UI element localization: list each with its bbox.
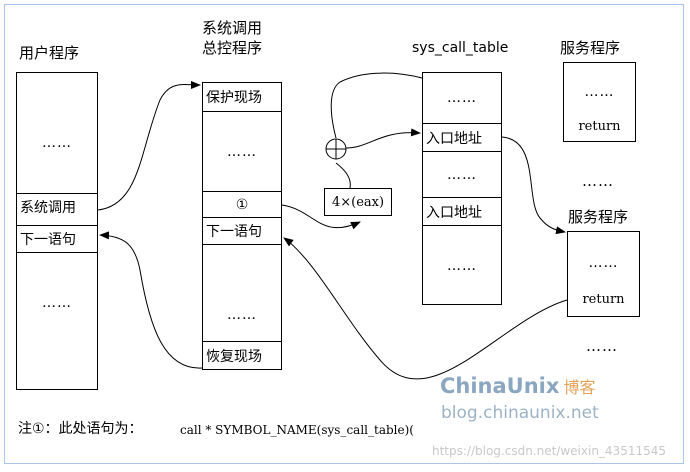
service-mid-dots: …… [588,255,619,271]
arrow-adder-to-entry [345,128,421,149]
arrow-syscall-to-save [97,80,201,211]
table-entry-address-2: 入口地址 [423,197,501,225]
offset-box: 4×(eax) [324,188,392,216]
service-top-dots: …… [584,84,615,100]
table-dots-2: …… [423,151,501,197]
dots-bottom-right: …… [586,337,618,355]
watermark-url: https://blog.csdn.net/weixin_43511545 [432,444,667,458]
save-context-cell: 保护现场 [206,90,262,106]
user-syscall-cell: 系统调用 [17,193,97,220]
arrow-return-to-next [283,237,568,380]
user-dots-top: …… [42,135,72,151]
sys-call-table-box: …… 入口地址 …… 入口地址 …… [422,72,502,305]
user-next-statement-cell: 下一语句 [17,225,97,253]
arrow-restore-to-user-next [99,231,203,369]
dots-between-services: …… [582,172,614,190]
user-program-label: 用户程序 [19,44,80,62]
arrow-base-to-adder [330,72,423,139]
note-prefix: 注①：此处语句为： [18,421,143,437]
table-dots-1: …… [447,90,477,106]
control-dots-bottom: …… [227,307,257,323]
diagram-frame [4,4,684,464]
table-dots-3: …… [423,225,501,305]
service-mid-return: return [582,291,625,307]
service-program-box-top: …… return [563,62,636,142]
syscall-label-line2: 总控程序 [202,39,263,57]
control-next-statement-cell: 下一语句 [203,217,281,245]
service-program-label-top: 服务程序 [560,39,621,57]
control-dots-top: …… [203,111,281,191]
arrow-offset-to-adder [335,162,351,189]
user-dots-bottom: …… [42,295,72,311]
arrow-marker-to-offset [281,204,361,230]
syscall-control-box: 保护现场 …… ① 下一语句 …… 恢复现场 [202,82,282,370]
table-entry-address-1: 入口地址 [423,123,501,151]
arrow-entry-to-service [501,136,566,235]
user-program-box: …… 系统调用 下一语句 …… [16,72,98,390]
service-program-label-mid: 服务程序 [568,208,629,226]
service-top-return: return [578,118,621,134]
sys-call-table-label: sys_call_table [412,40,509,56]
marker-one-cell: ① [203,191,281,217]
watermark-site: blog.chinaunix.net [441,403,599,423]
syscall-label-line1: 系统调用 [202,19,263,37]
service-program-box-mid: …… return [567,231,640,317]
restore-context-cell: 恢复现场 [203,341,281,369]
note-code: call * SYMBOL_NAME(sys_call_table)( [180,423,414,437]
